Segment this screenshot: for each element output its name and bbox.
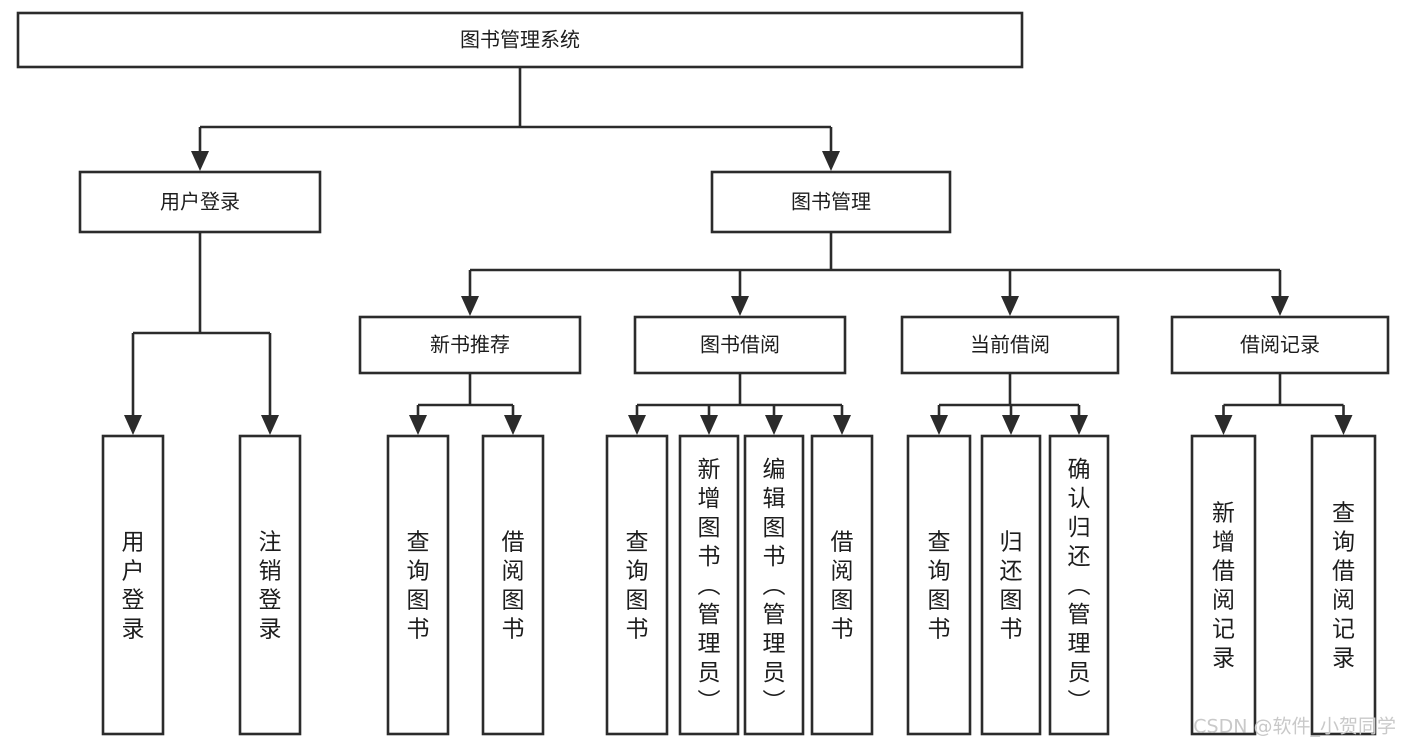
node-layer: 图书管理系统用户登录图书管理新书推荐图书借阅当前借阅借阅记录用户登录注销登录查询…: [16, 11, 1390, 736]
node-box[interactable]: [633, 315, 847, 375]
arrow-head-icon: [731, 296, 749, 316]
node-book-borrow[interactable]: 图书借阅: [633, 315, 847, 375]
node-box[interactable]: [678, 434, 740, 736]
node-label: 借阅图书: [502, 530, 525, 643]
arrow-head-icon: [930, 415, 948, 435]
node-label: 编辑图书︵管理员︶: [763, 457, 786, 715]
leaf-node[interactable]: 查询图书: [386, 434, 450, 736]
node-box[interactable]: [358, 315, 582, 375]
node-box[interactable]: [906, 434, 972, 736]
leaf-node[interactable]: 新增图书︵管理员︶: [678, 434, 740, 736]
arrow-head-icon: [1271, 296, 1289, 316]
leaf-node[interactable]: 查询借阅记录: [1310, 434, 1377, 736]
node-box[interactable]: [386, 434, 450, 736]
node-box[interactable]: [980, 434, 1042, 736]
arrow-head-icon: [822, 151, 840, 171]
arrow-head-icon: [765, 415, 783, 435]
node-box[interactable]: [1048, 434, 1110, 736]
node-label: 归还图书: [1000, 530, 1023, 643]
node-current-borrow[interactable]: 当前借阅: [900, 315, 1120, 375]
leaf-node[interactable]: 新增借阅记录: [1190, 434, 1257, 736]
leaf-node[interactable]: 查询图书: [906, 434, 972, 736]
node-user-login[interactable]: 用户登录: [78, 170, 322, 234]
leaf-node[interactable]: 查询图书: [605, 434, 669, 736]
node-box[interactable]: [710, 170, 952, 234]
node-root-system[interactable]: 图书管理系统: [16, 11, 1024, 69]
arrow-head-icon: [700, 415, 718, 435]
node-box[interactable]: [1170, 315, 1390, 375]
node-label: 图书管理: [791, 190, 871, 214]
arrow-head-icon: [628, 415, 646, 435]
leaf-node[interactable]: 注销登录: [238, 434, 302, 736]
arrow-head-icon: [833, 415, 851, 435]
edge-layer: [124, 67, 1353, 435]
arrow-head-icon: [1001, 296, 1019, 316]
arrow-head-icon: [504, 415, 522, 435]
node-label: 查询图书: [626, 530, 649, 643]
node-label: 借阅图书: [831, 530, 854, 643]
leaf-node[interactable]: 编辑图书︵管理员︶: [743, 434, 805, 736]
node-label: 图书借阅: [700, 333, 780, 357]
arrow-head-icon: [124, 415, 142, 435]
arrow-head-icon: [1002, 415, 1020, 435]
node-label: 借阅记录: [1240, 333, 1320, 357]
node-box[interactable]: [605, 434, 669, 736]
node-book-management[interactable]: 图书管理: [710, 170, 952, 234]
csdn-watermark: CSDN @软件_小贺同学: [1193, 716, 1396, 738]
node-label: 注销登录: [259, 530, 282, 643]
leaf-node[interactable]: 借阅图书: [481, 434, 545, 736]
leaf-node[interactable]: 确认归还︵管理员︶: [1048, 434, 1110, 736]
node-box[interactable]: [16, 11, 1024, 69]
node-borrow-record[interactable]: 借阅记录: [1170, 315, 1390, 375]
node-box[interactable]: [1190, 434, 1257, 736]
node-label: 图书管理系统: [460, 28, 580, 52]
node-label: 确认归还︵管理员︶: [1068, 457, 1091, 715]
node-label: 查询借阅记录: [1332, 501, 1355, 672]
node-box[interactable]: [810, 434, 874, 736]
arrow-head-icon: [191, 151, 209, 171]
node-label: 查询图书: [928, 530, 951, 643]
node-label: 新增图书︵管理员︶: [698, 457, 721, 715]
node-box[interactable]: [238, 434, 302, 736]
node-box[interactable]: [481, 434, 545, 736]
node-box[interactable]: [743, 434, 805, 736]
arrow-head-icon: [1070, 415, 1088, 435]
leaf-node[interactable]: 归还图书: [980, 434, 1042, 736]
node-label: 新增借阅记录: [1212, 501, 1235, 672]
leaf-node[interactable]: 借阅图书: [810, 434, 874, 736]
node-box[interactable]: [900, 315, 1120, 375]
leaf-node[interactable]: 用户登录: [101, 434, 165, 736]
node-box[interactable]: [101, 434, 165, 736]
arrow-head-icon: [409, 415, 427, 435]
node-label: 查询图书: [407, 530, 430, 643]
arrow-head-icon: [1214, 415, 1233, 435]
node-new-book-recommend[interactable]: 新书推荐: [358, 315, 582, 375]
node-label: 用户登录: [122, 530, 145, 643]
node-label: 当前借阅: [970, 333, 1050, 357]
node-label: 用户登录: [160, 190, 240, 214]
node-label: 新书推荐: [430, 333, 510, 357]
arrow-head-icon: [261, 415, 279, 435]
arrow-head-icon: [461, 296, 479, 316]
node-box[interactable]: [78, 170, 322, 234]
node-box[interactable]: [1310, 434, 1377, 736]
arrow-head-icon: [1334, 415, 1353, 435]
